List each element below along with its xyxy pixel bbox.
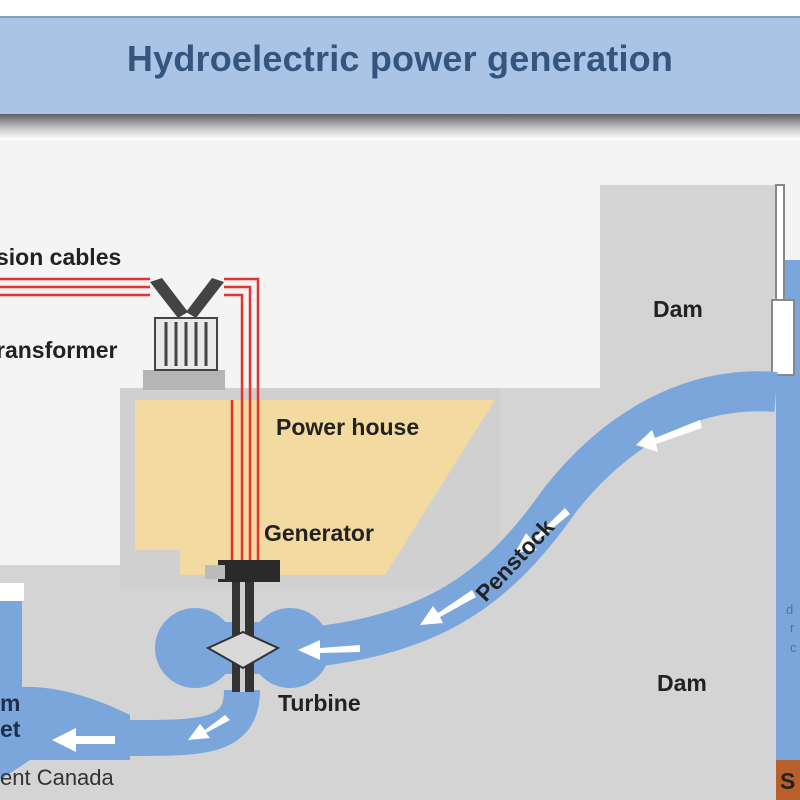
label-reservoir-line2: r xyxy=(790,620,795,635)
transformer-bushing-right xyxy=(186,278,224,318)
label-dam-lower: Dam xyxy=(657,670,707,696)
transmission-cables xyxy=(0,277,260,560)
intake-gate xyxy=(771,299,795,376)
label-transformer: ransformer xyxy=(0,337,118,363)
flow-arrow xyxy=(420,590,476,625)
flow-arrow xyxy=(636,420,702,452)
label-generator: Generator xyxy=(264,520,374,546)
power-house-interior xyxy=(135,400,495,575)
generator-housing xyxy=(218,560,280,582)
label-sediment: S xyxy=(780,768,796,794)
turbine-runner xyxy=(205,630,281,670)
label-reservoir-line3: c xyxy=(790,640,797,655)
transformer-base xyxy=(143,370,225,390)
label-turbine: Turbine xyxy=(278,690,361,716)
outlet-edge xyxy=(0,583,24,601)
flow-arrow xyxy=(188,715,230,740)
diagram-title: Hydroelectric power generation xyxy=(126,38,674,79)
transformer-bushing-left xyxy=(150,278,188,318)
banner-shadow xyxy=(0,114,800,140)
label-dam-upper: Dam xyxy=(653,296,703,322)
label-outlet-line2: et xyxy=(0,716,21,742)
generator-top xyxy=(205,565,225,579)
transformer-fins xyxy=(164,322,208,366)
label-credit: ent Canada xyxy=(0,765,114,790)
label-reservoir-line1: d xyxy=(786,602,794,617)
reservoir-water xyxy=(776,260,800,800)
label-outlet-line1: m xyxy=(0,690,21,716)
flow-arrows xyxy=(52,420,702,752)
flow-arrow xyxy=(52,728,115,752)
flow-arrow xyxy=(515,508,570,553)
penstock xyxy=(278,371,778,670)
flow-arrow xyxy=(298,640,360,660)
label-transmission-cables: sion cables xyxy=(0,244,122,270)
reservoir-sediment xyxy=(776,760,800,800)
title-banner xyxy=(0,16,800,116)
label-power-house: Power house xyxy=(276,414,420,440)
